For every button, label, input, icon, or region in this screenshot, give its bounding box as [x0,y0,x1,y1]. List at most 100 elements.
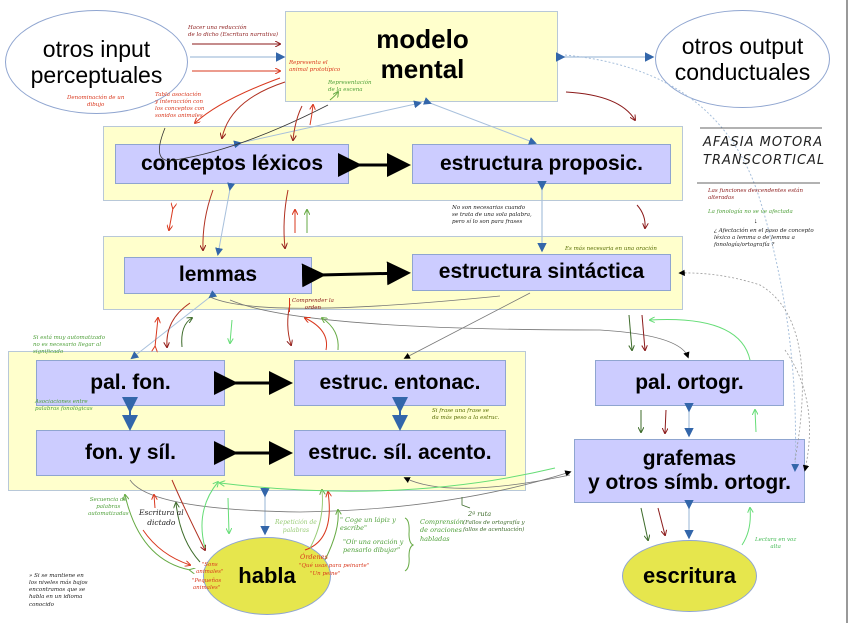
lgreen-phon-habla-2 [228,497,229,533]
note-asociaciones: Asociaciones entre palabras fonológicas [35,399,93,413]
note-segunda-ruta: 2ª ruta [468,510,492,518]
note-si-frase: Si frase una frase se da más peso a la e… [432,408,500,422]
green-conceptos-modelo [329,92,338,101]
blue-modelo-proposic [422,97,537,145]
dgreen-palfon-lemmas [181,318,192,348]
dred-proposic-sintactica [636,204,645,228]
note-que-usas: "Qué usas para peinarte" [299,563,370,569]
lemmas-label: lemmas [178,263,258,287]
fon-y-sil-label: fon. y síl. [84,440,176,464]
note-si-automatizado: Si está muy automatizado no es necesario… [33,335,106,356]
otros-input-label: otros input perceptuales [30,35,163,88]
estruc-sil-acento-label: estruc. síl. acento. [308,440,492,464]
note-hacer-reduccion: Hacer una reducción de lo dicho (Escritu… [188,25,279,39]
black-lemmas-palortogr [229,299,690,359]
black-dotted-to-sintactica [678,269,803,461]
side-panel-line3: ¿ Afectación en el paso de concepto léxi… [714,228,814,249]
dred-conceptos-lemmas-2 [284,189,289,248]
dgreen-grafemas-escritura [640,507,648,540]
blue-lemmas-palfon [130,290,218,360]
dred-modelo-conceptos-2 [293,105,303,140]
side-panel-down-arrow: ↓ [754,218,758,225]
dred-modelo-conceptos [222,81,286,138]
habla-label: habla [238,563,296,588]
dred-lemmas-palfon [167,302,191,347]
black-sintactica-entonac [403,292,531,359]
red-conceptos-lemmas-bi [169,208,173,230]
estructura-sintactica-label: estructura sintáctica [438,260,645,284]
lemmas-node[interactable]: lemmas [124,257,312,294]
red-lemmas-palfon-bi [155,318,158,347]
blue-conceptos-modelo [233,100,422,149]
lgreen-grafemas-palortogr [755,410,756,433]
pal-ortogr-node[interactable]: pal. ortogr. [595,360,784,406]
note-mas-necesaria: Es más necesaria en una oración [565,246,657,252]
black-curve-conceptos [158,104,329,161]
note-niveles-bajos: » Si se mantiene en los niveles más bajo… [29,573,88,608]
red-modelo-input [195,77,281,123]
note-lectura-voz-alta: Lectura en voz alta [755,537,797,551]
grafemas-node[interactable]: grafemas y otros símb. ortogr. [574,439,805,503]
double-arrow-lemmas-sintactica [301,261,411,288]
note-un-peine: "Un peine" [310,571,341,577]
blue-conceptos-lemmas [215,182,236,256]
segunda-ruta-hook [461,497,471,509]
note-ordenes: Órdenes [300,553,328,561]
otros-input-node[interactable]: otros input perceptuales [5,10,188,114]
fon-y-sil-node[interactable]: fon. y síl. [36,430,225,476]
comprension-brace [404,517,415,572]
side-panel-line2: La fonología no se ve afectada [708,209,793,215]
modelo-mental-panel [285,11,558,102]
green-habla-repeticion [309,490,323,549]
note-denominacion: Denominación de un dibujo [67,95,125,109]
red-conceptos-modelo [309,105,313,126]
note-secuencia-palabras: Secuencia de palabras automatizadas [88,497,129,518]
escritura-node[interactable]: escritura [622,540,757,612]
note-oir-oracion: "Oír una oración y pensarlo dibujar" [343,538,404,555]
lgreen-lemmas-palfon [230,319,232,343]
dred-palortogr-grafemas [665,409,666,433]
note-comprender-orden: Comprender la orden [289,298,334,313]
note-representa-animal: Representa el animal prototípico [289,60,341,74]
estruc-sil-acento-node[interactable]: estruc. síl. acento. [294,430,506,476]
red-entonac-lemmas [305,318,328,351]
note-coge-lapiz: " Coge un lápiz y escribe" [340,516,396,533]
note-repeticion-palabras: Repetición de palabras [275,519,317,534]
estruc-entonac-label: estruc. entonac. [319,370,481,394]
otros-output-node[interactable]: otros output conductuales [655,10,830,108]
black-grafemas-acento [403,474,571,489]
page-right-border [846,0,848,623]
blue-dotted-modelo-grafemas [564,54,800,472]
green-entonac-lemmas [322,318,339,351]
side-panel-line1: Las funciones descendentes están alterad… [708,188,804,202]
dgreen-sintactica-palortogr [628,314,632,350]
dred-modelo-proposic [565,91,635,120]
dred-grafemas-escritura [657,507,665,535]
red-habla-fonsil [154,495,155,509]
pal-fon-label: pal. fon. [90,370,171,394]
black-dotted-to-grafemas [784,349,810,472]
estructura-proposic-node[interactable]: estructura proposic. [412,144,671,184]
note-representacion-escena: Representación de la escena [328,80,372,94]
modelo-mental-label[interactable]: modelo mental [376,24,469,84]
habla-node[interactable]: habla [203,537,331,615]
lgreen-phon-habla [201,482,218,549]
note-comprension-oraciones: Comprensión de oraciones habladas [420,518,464,543]
black-lemmas-entonac [209,295,501,309]
lgreen-grafemas-phon [220,467,556,492]
note-pequenos-animales: "Pequeños animales" [192,578,222,592]
green-secuencia [125,495,190,570]
lgreen-palortogr-sintactica [650,320,751,361]
otros-output-label: otros output conductuales [674,32,811,85]
pal-ortogr-label: pal. ortogr. [635,370,744,394]
lgreen-escritura-grafemas [741,508,750,546]
note-sonidos-animales: "Sons animales" [196,562,224,576]
note-escritura-dictado: Escritura al dictado [139,508,184,527]
green-habla-orden [324,510,338,561]
note-fallos: (Fallos de ortografía y fallos de acentu… [463,520,525,534]
estructura-sintactica-node[interactable]: estructura sintáctica [412,254,671,291]
dred-conceptos-lemmas [203,189,214,250]
estructura-proposic-label: estructura proposic. [439,151,644,175]
note-tabla-asociacion: Tabla asociación y interacción con los c… [155,92,205,120]
